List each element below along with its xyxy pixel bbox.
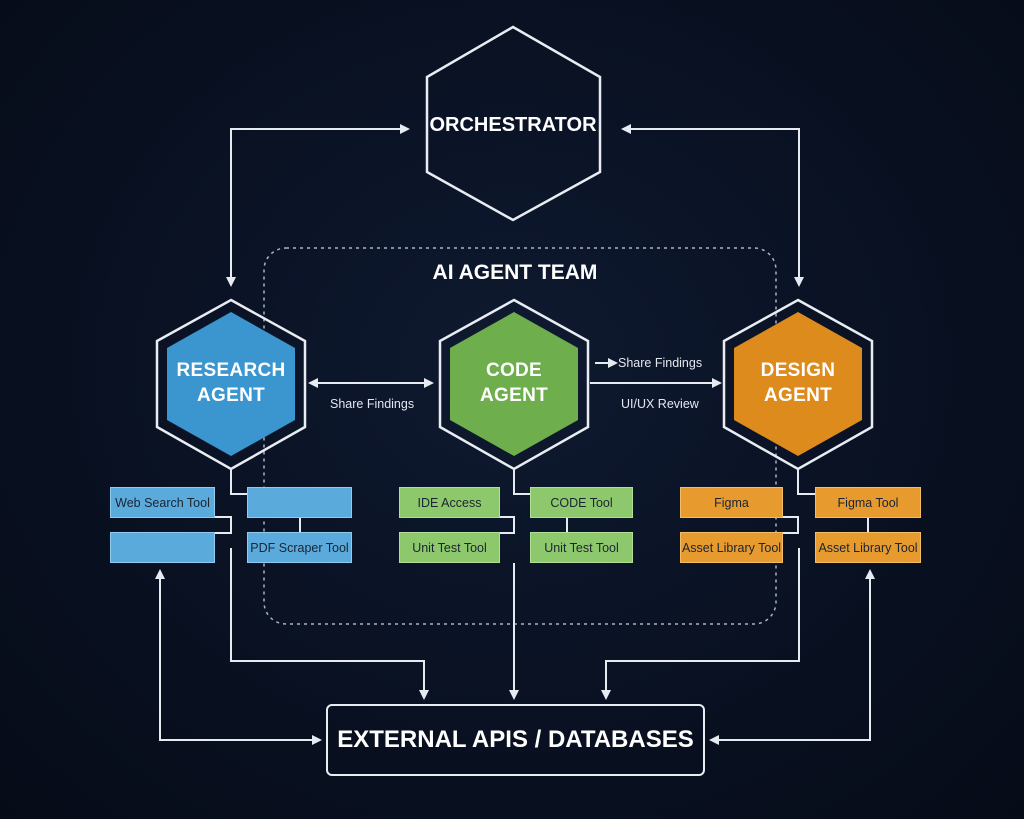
- design-external-feed: [601, 548, 800, 700]
- orchestrator-node[interactable]: [425, 25, 602, 222]
- design-tool-tree: [783, 470, 869, 534]
- research-tool-unlabeled-top[interactable]: [247, 487, 352, 518]
- design-external-connector: [709, 569, 875, 745]
- design-agent-ring: [722, 298, 874, 471]
- research-code-link-label: Share Findings: [330, 397, 415, 411]
- code-design-top-link-label: Share Findings: [618, 356, 703, 370]
- code-tool-tree: [500, 470, 568, 534]
- code-design-bottom-link-label: UI/UX Review: [621, 397, 699, 411]
- design-tool-figma[interactable]: Figma: [680, 487, 783, 518]
- external-apis-databases-node[interactable]: EXTERNAL APIS / DATABASES: [326, 704, 705, 776]
- code-tool-unit-test-left[interactable]: Unit Test Tool: [399, 532, 500, 563]
- research-agent-ring: [155, 298, 307, 471]
- research-tool-pdf-scraper[interactable]: PDF Scraper Tool: [247, 532, 352, 563]
- research-external-connector: [155, 569, 322, 745]
- design-tool-asset-library-right[interactable]: Asset Library Tool: [815, 532, 921, 563]
- code-agent-node[interactable]: [450, 312, 578, 456]
- design-agent-node[interactable]: [734, 312, 862, 456]
- orchestrator-design-connector: [621, 124, 804, 287]
- research-tool-web-search[interactable]: Web Search Tool: [110, 487, 215, 518]
- code-tool-code[interactable]: CODE Tool: [530, 487, 633, 518]
- code-agent-ring: [438, 298, 590, 471]
- research-tool-unlabeled-bottom[interactable]: [110, 532, 215, 563]
- external-apis-label: EXTERNAL APIS / DATABASES: [337, 726, 694, 753]
- research-agent-node[interactable]: [167, 312, 295, 456]
- code-tool-unit-test-right[interactable]: Unit Test Tool: [530, 532, 633, 563]
- orchestrator-research-connector: [226, 124, 410, 287]
- research-external-feed: [230, 548, 429, 700]
- design-tool-asset-library-left[interactable]: Asset Library Tool: [680, 532, 783, 563]
- agent-team-boundary: [263, 247, 777, 625]
- design-tool-figma-tool[interactable]: Figma Tool: [815, 487, 921, 518]
- code-tool-ide-access[interactable]: IDE Access: [399, 487, 500, 518]
